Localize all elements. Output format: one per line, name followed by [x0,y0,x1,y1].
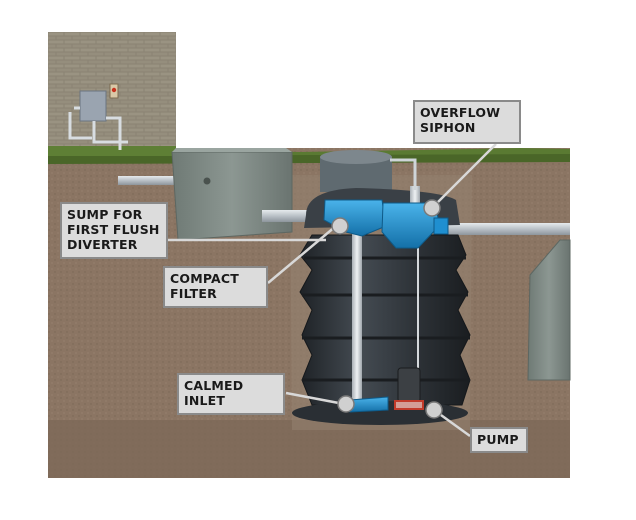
control-box-icon [79,90,107,122]
callout-markers [331,199,443,419]
calmed-inlet-label: CALMED INLET [177,373,285,415]
sump-port [203,177,211,185]
pump-label: PUMP [470,427,528,453]
grass-front [48,146,176,156]
tank-lid [320,150,392,164]
wall-pipework [68,106,128,150]
pump-grille [396,402,422,408]
tank-neck [320,157,392,192]
filter-downpipe [352,225,362,407]
calmed-inlet-fitting [349,396,389,413]
tank-body [299,234,471,406]
sump-box [171,151,293,241]
overflow-pipe-upper [410,186,420,206]
siphon-connector [390,158,417,190]
compact-filter-label: COMPACT FILTER [163,266,268,308]
right-chamber [527,239,571,381]
warning-light-lamp [111,87,117,93]
tank-ribs [302,256,470,382]
outlet-pipe [440,223,570,235]
overflow-siphon-label: OVERFLOW SIPHON [413,100,521,144]
sump-top [172,148,292,152]
inlet-pipe [118,176,178,185]
siphon-outlet-fitting [433,217,449,235]
sump-label: SUMP FOR FIRST FLUSH DIVERTER [60,202,168,259]
pump-body [397,367,421,403]
